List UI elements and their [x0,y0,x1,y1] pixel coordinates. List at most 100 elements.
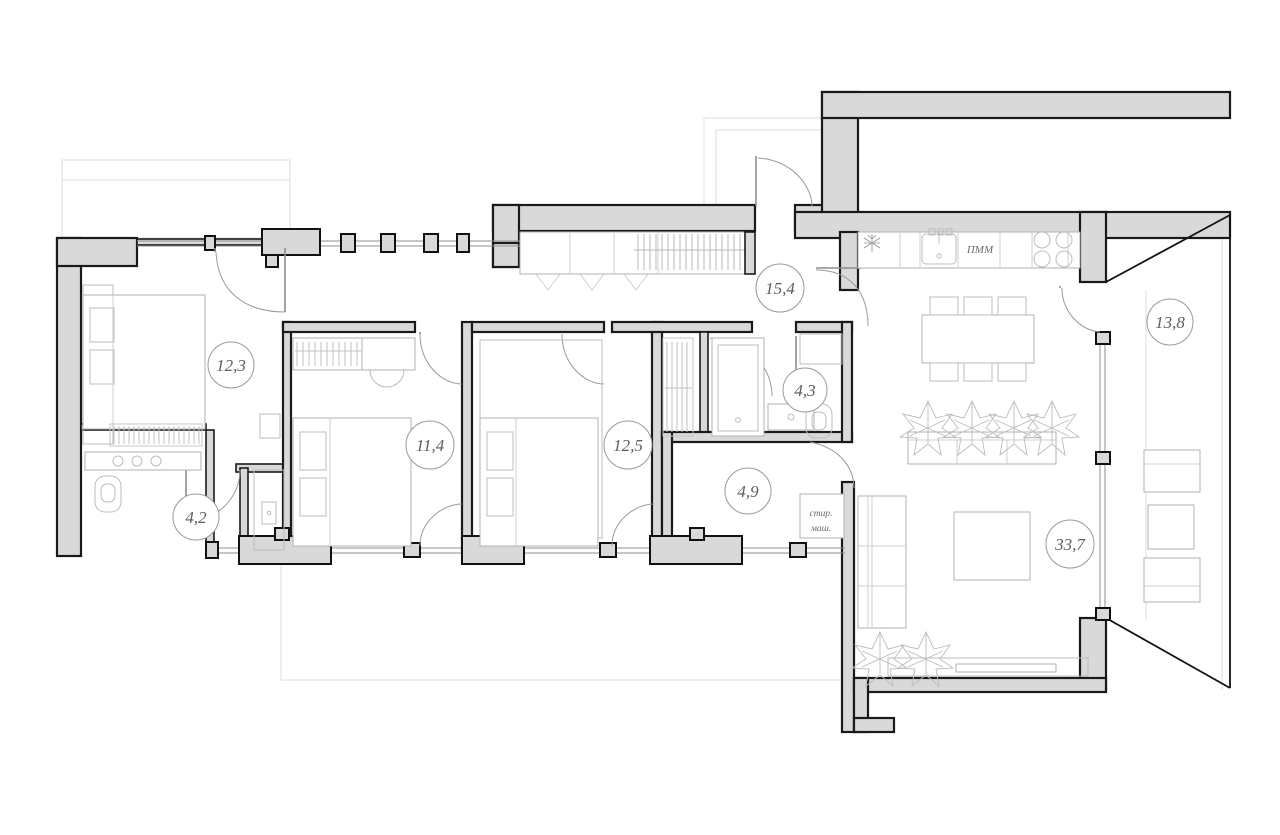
hanging-clothes-114 [295,342,362,366]
window-mullion-e [456,233,470,253]
armchair-2 [1143,557,1201,603]
bed-12-5 [479,417,599,547]
door-bedroom114-top-swing [419,333,463,385]
wall-exterior-left [55,236,83,558]
area-value-12-5: 12,5 [613,436,643,455]
window-post-b-head [274,527,290,541]
hall-wardrobe-end [744,231,756,275]
kitchen: ПММ [857,228,1081,269]
washing-machine-label-line2: маш. [810,524,831,534]
desk-114 [361,337,416,371]
tv-console [887,657,1089,677]
bath-43-cabinet [799,333,843,365]
window-post-a [261,228,321,256]
chair-114 [369,369,405,388]
pillow-b1 [299,431,327,471]
door-bedroom114-bottom-swing [419,503,463,547]
bathtub-43 [711,337,765,437]
furniture-bathroom-4-2 [84,413,285,551]
area-label-bathroom-4-3: 4,3 [782,367,828,413]
toilet-43-bowl [811,411,827,431]
wall-bottom-right-foot [852,716,896,734]
bathtub-drain [735,417,741,423]
door-bedroom125-top-swing [561,333,605,385]
window-mullion-b [340,233,356,253]
armchair-1 [1143,449,1201,493]
window-balcony-mid [1095,451,1111,465]
wall-bath43-left [699,331,709,441]
wall-hall-top-left [491,203,757,233]
bed-12-3 [82,294,206,430]
area-value-4-3: 4,3 [794,381,815,400]
area-value-4-2: 4,2 [185,508,207,527]
wall-bedroom114-right [460,320,474,552]
potted-plant-icon-5 [850,630,909,688]
area-value-33-7: 33,7 [1054,535,1086,554]
coffee-table [953,511,1031,581]
basin-1 [112,455,124,467]
wall-entry-top [820,90,1232,120]
door-living-swing [815,269,869,327]
potted-plant-icon-6 [896,630,955,688]
pillow-a2 [89,349,115,385]
corner-chamfer-top [1105,214,1231,283]
vanity-43-basin [787,413,795,421]
potted-plant-icon-1 [898,399,957,457]
kitchen-sink-icon [921,228,957,265]
potted-plant-icon-3 [984,399,1043,457]
window-mullion-i [789,542,807,558]
washing-machine [799,493,845,539]
wall-top-thin-a [136,238,264,246]
wardrobe-125 [662,337,694,437]
hall-hanging-clothes [634,234,745,270]
toilet-42-bowl [100,483,116,503]
kitchen-counter [857,231,1081,269]
door-bedroom125-bottom-swing [611,503,655,547]
window-mullion-d [423,233,439,253]
window-mullion-c [380,233,396,253]
dishwasher-label: ПММ [966,244,994,256]
area-labels: 12,3 4,2 11,4 12,5 15,4 4,3 4,9 33,7 [172,263,1194,569]
dining-chair-4 [929,362,959,382]
area-label-balcony-13-8: 13,8 [1146,298,1194,346]
dining-chair-5 [963,362,993,382]
furniture-bedroom-12-5 [479,337,694,547]
pillow-c1 [486,431,514,471]
wall-entry-lower-stub [838,230,860,292]
area-value-11-4: 11,4 [416,436,445,455]
dining-chair-2 [963,296,993,316]
side-table [1147,504,1195,550]
wall-bedroom125-top [470,320,606,334]
window-post-a-foot [265,254,279,268]
area-value-13-8: 13,8 [1155,313,1185,332]
wall-bath43-top-left [610,320,754,334]
washing-machine-label-line1: стир. [810,509,833,519]
window-balcony-bottom [1095,607,1111,621]
door-utility-swing [809,441,855,489]
dining-set [921,296,1035,382]
wall-top-left-stub [55,236,139,268]
door-entry-swing [757,157,813,207]
dining-table [921,314,1035,364]
furniture-bedroom-12-3 [82,284,206,447]
radiator-bedroom-12-3 [109,423,203,447]
area-label-bedroom-11-4: 11,4 [405,420,455,470]
window-post-d-head [689,527,705,541]
area-label-bathroom-4-2: 4,2 [172,493,220,541]
furniture-bedroom-11-4 [292,337,416,547]
wall-utility-left [660,430,674,552]
bed-11-4 [292,417,412,547]
area-label-hall-15-4: 15,4 [755,263,805,313]
sofa [907,431,1057,465]
dining-chair-6 [997,362,1027,382]
hall-wardrobe [519,231,746,275]
area-label-utility-4-9: 4,9 [724,467,772,515]
area-label-living-33-7: 33,7 [1045,519,1095,569]
window-balcony-top [1095,331,1111,345]
toilet-42 [94,475,122,513]
wall-bedroom114-top [281,320,417,334]
hob-icon [1033,231,1073,268]
bathtub-43-inner [717,344,759,432]
area-value-15-4: 15,4 [765,279,795,298]
